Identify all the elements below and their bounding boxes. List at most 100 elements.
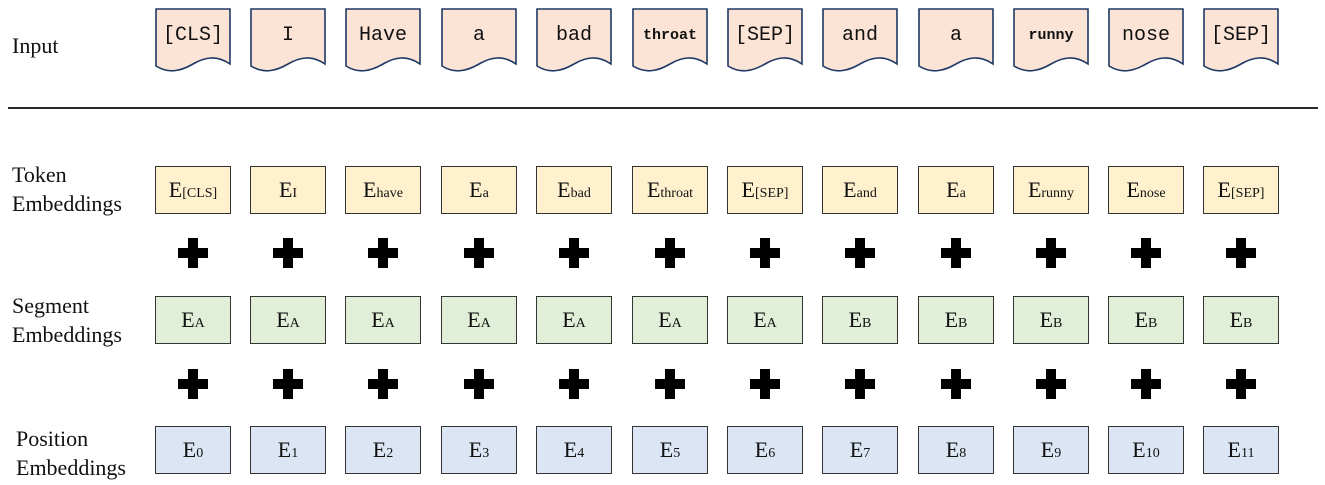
token-embedding-base: E [469,177,483,202]
segment-embedding-base: E [467,307,481,332]
token-embedding-base: E [946,177,960,202]
token-embedding-subscript: a [959,186,966,201]
document-shape [1013,8,1089,72]
plus-icon [464,369,494,399]
input-token-text: and [841,24,878,47]
token-embedding-subscript: bad [570,186,591,201]
position-embedding-subscript: 7 [863,446,871,461]
position-embedding-subscript: 1 [291,446,299,461]
plus-icon [1036,369,1066,399]
input-token-5: throat [632,8,708,73]
token-embedding-base: E [741,177,755,202]
segment-embedding-subscript: A [575,316,586,331]
token-embeddings-row-label: Token Embeddings [12,160,122,218]
input-token-text: nose [1121,24,1170,47]
plus-icon [655,369,685,399]
position-embedding-base: E [1132,437,1146,462]
input-token-1: I [250,8,326,73]
segment-embedding-base: E [1229,307,1244,332]
document-shape [345,8,421,72]
segment-embedding-base: E [658,307,672,332]
segment-embedding-base: E [371,307,385,332]
divider-line [8,107,1318,109]
segment-embedding-subscript: A [671,316,682,331]
segment-embedding-subscript: A [384,316,395,331]
document-shape [727,8,803,72]
token-embedding-label: E[SEP] [1218,177,1265,203]
position-embedding-subscript: 0 [196,446,204,461]
segment-embedding-subscript: A [194,316,205,331]
segment-embedding-base: E [848,307,863,332]
position-embeddings-row-label: Position Embeddings [16,424,126,482]
position-label-line-1: Position [16,426,89,451]
input-label-text: Input [12,33,59,58]
plus-icon [655,238,685,268]
plus-icon [941,369,971,399]
input-token-0: [CLS] [155,8,231,73]
segment-embedding-subscript: B [862,316,872,331]
position-embedding-base: E [1040,437,1055,462]
input-token-8: a [918,8,994,73]
position-embedding-subscript: 8 [959,446,967,461]
segment-embedding-base: E [944,307,959,332]
token-embedding-base: E [1217,177,1231,202]
plus-icon [1226,238,1256,268]
position-label-line-2: Embeddings [16,455,126,480]
plus-icon [178,238,208,268]
position-embedding-base: E [563,437,578,462]
input-token-text: [CLS] [162,24,223,47]
token-embedding-subscript: [SEP] [755,186,789,201]
plus-icon [273,369,303,399]
token-embedding-base: E [646,177,661,202]
plus-icon [1131,238,1161,268]
document-shape [918,8,994,72]
segment-embedding-base: E [753,307,767,332]
token-embedding-base: E [168,177,183,202]
input-token-text: bad [555,24,592,47]
token-embedding-label: E[CLS] [169,177,217,203]
token-embedding-base: E [1027,177,1042,202]
plus-icon [1036,238,1066,268]
position-embedding-subscript: 9 [1054,446,1062,461]
segment-embedding-subscript: B [1053,316,1063,331]
token-embedding-label: E[SEP] [742,177,789,203]
input-token-6: [SEP] [727,8,803,73]
plus-icon [1131,369,1161,399]
input-token-text: runny [1028,27,1074,44]
document-shape [1108,8,1184,72]
position-embedding-base: E [277,437,292,462]
